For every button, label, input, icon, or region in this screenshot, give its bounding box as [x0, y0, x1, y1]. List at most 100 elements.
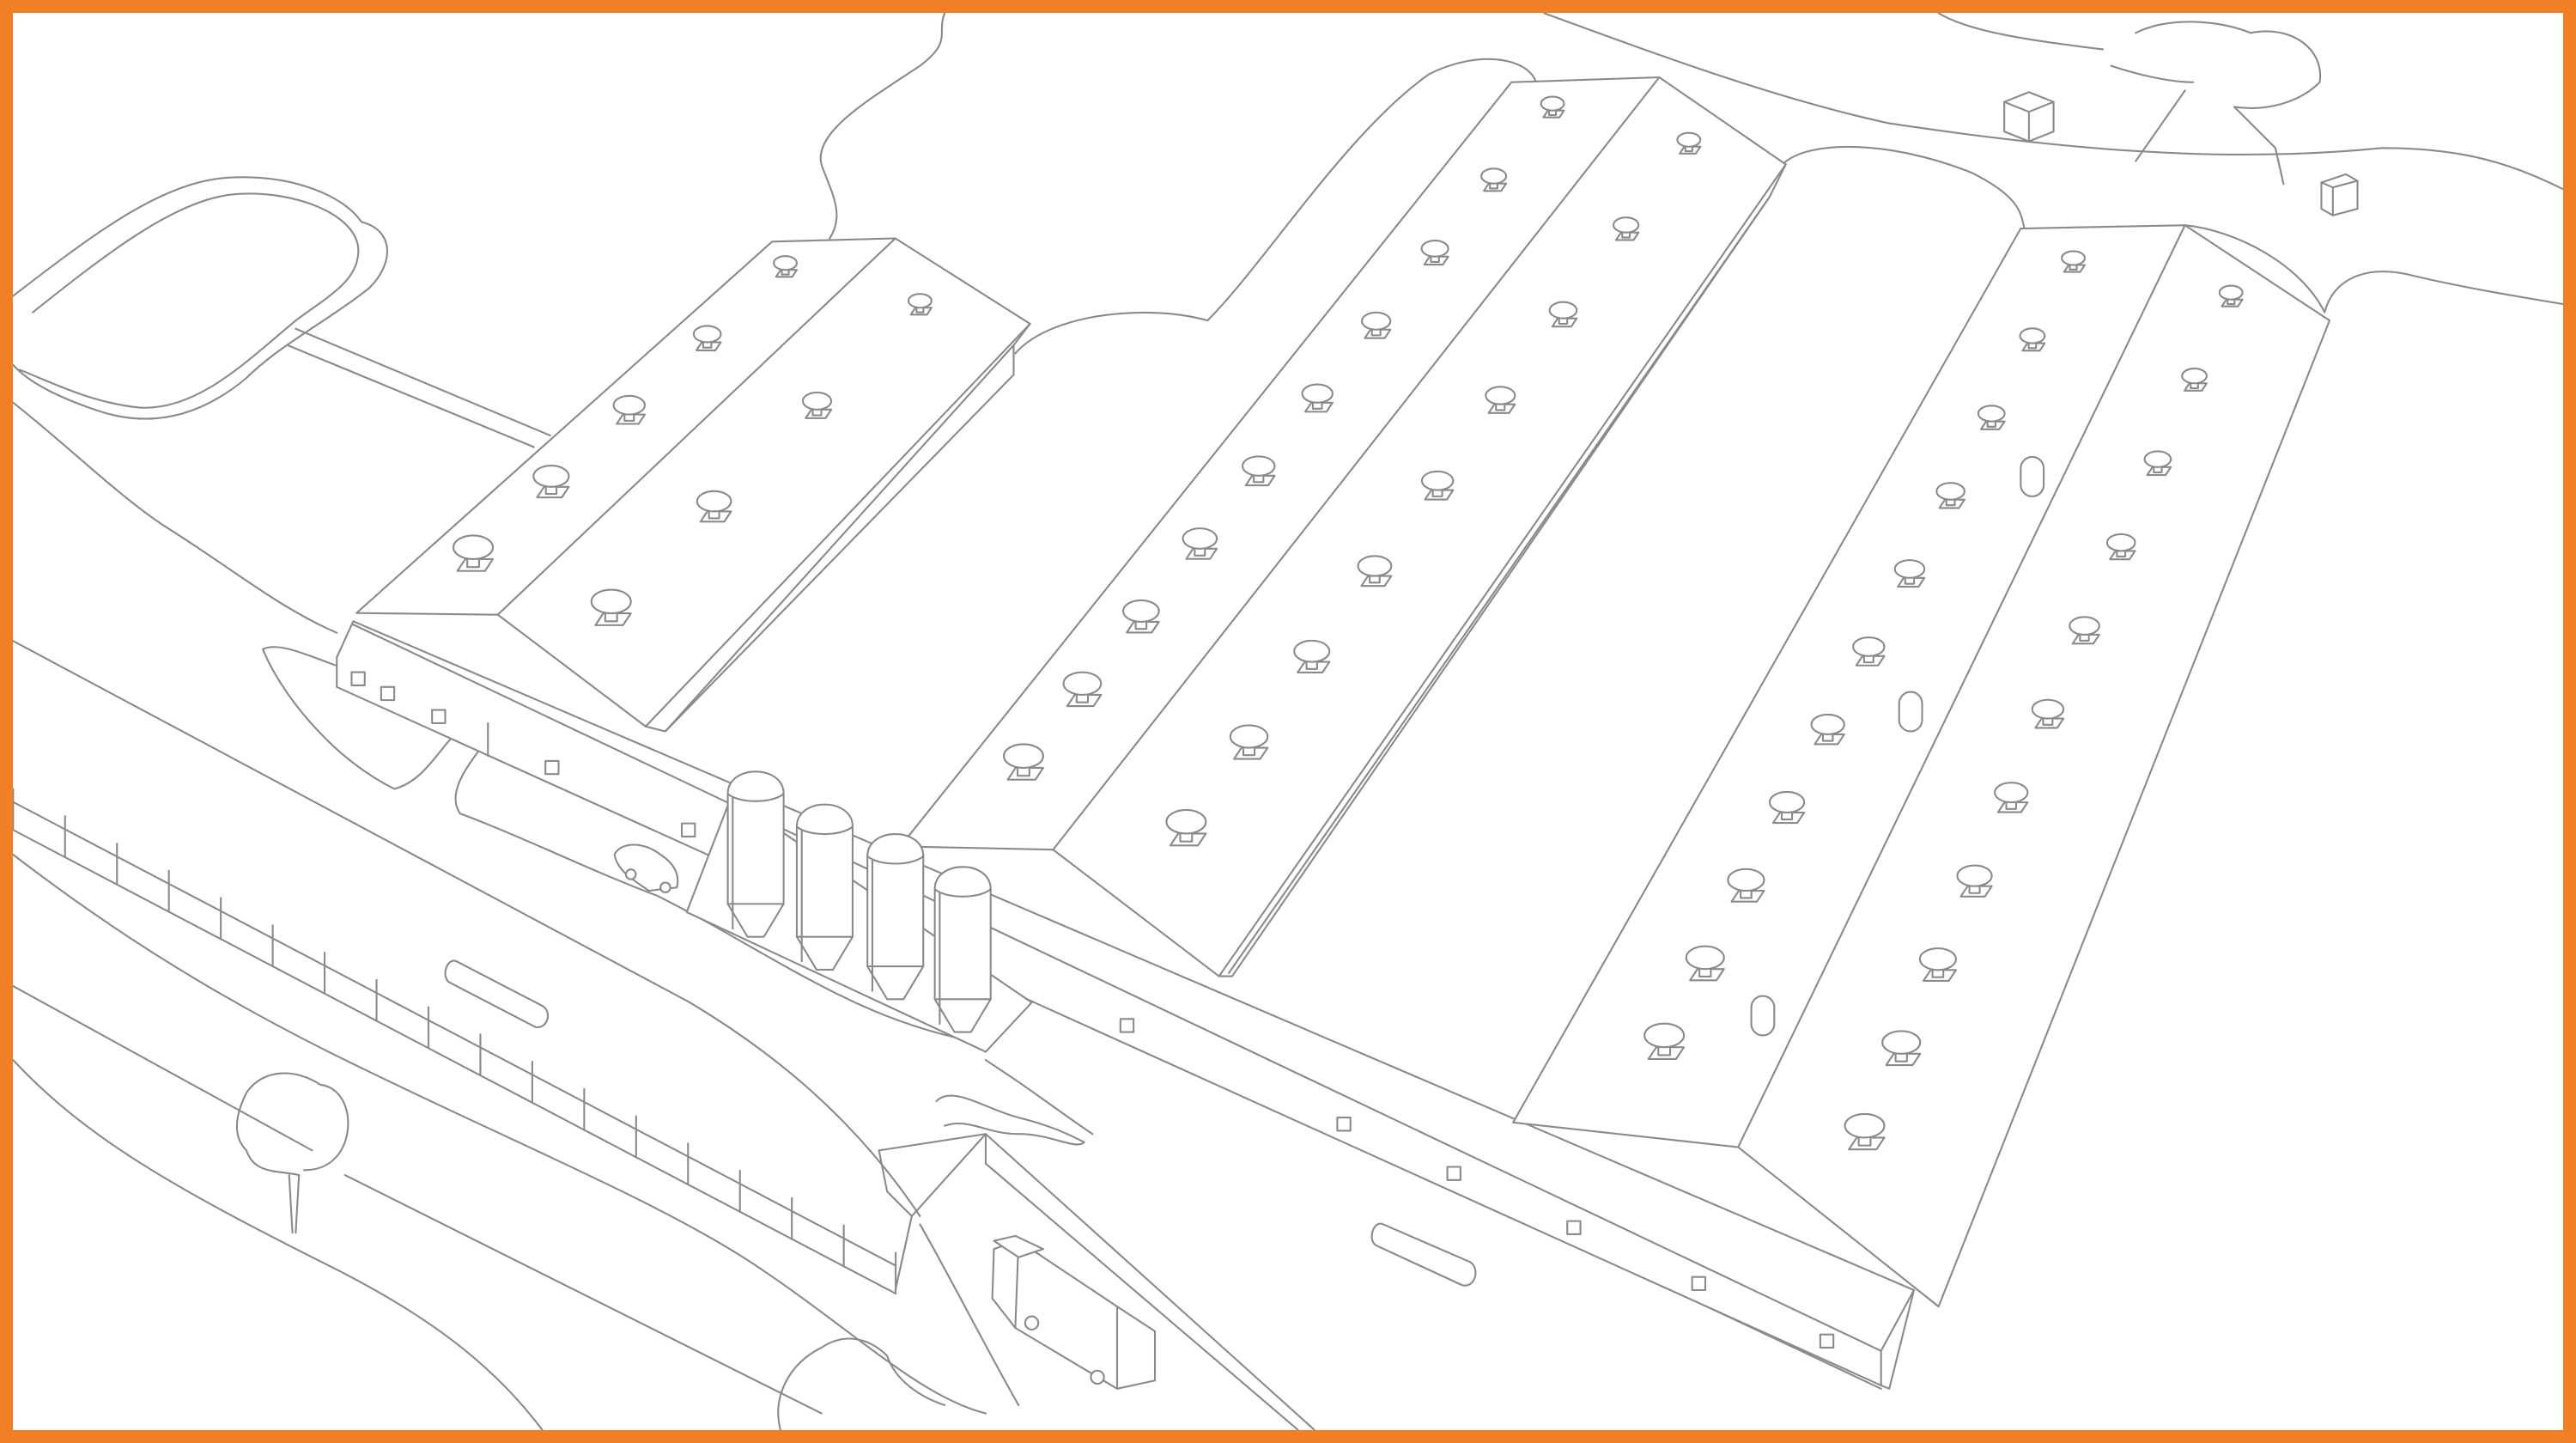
vent-cap — [2143, 450, 2172, 468]
roof-vent — [1852, 636, 1886, 667]
vent-cap — [2031, 698, 2065, 720]
building-window — [380, 685, 396, 702]
tank-2 — [1370, 1222, 1477, 1287]
silo — [866, 833, 925, 1001]
vent-cap — [1643, 1022, 1686, 1049]
vent-cap — [1676, 131, 1702, 148]
roof-vent — [1613, 216, 1640, 241]
building-window — [1336, 1117, 1352, 1132]
roof-vent — [1844, 1112, 1886, 1151]
roof-vent — [2181, 367, 2208, 392]
vent-cap — [1935, 482, 1965, 501]
roof-vent — [1935, 482, 1965, 509]
truck — [991, 1234, 1157, 1390]
roof-vent — [1485, 386, 1516, 414]
silo-detail — [933, 888, 992, 1026]
vent-cap — [1844, 1112, 1886, 1139]
roof-vent — [453, 534, 495, 572]
vent-cap — [2218, 284, 2244, 301]
roof-tank — [1898, 691, 1923, 733]
barn-2 — [899, 76, 1787, 977]
roof-vent — [1685, 945, 1725, 982]
building-window — [1566, 1220, 1582, 1235]
silo — [726, 770, 785, 938]
roof-vent — [2061, 250, 2086, 273]
roof-vent — [1956, 864, 1993, 898]
roof-vent — [1810, 713, 1845, 746]
roof-vent — [612, 394, 647, 425]
roof-vent — [2143, 450, 2172, 477]
vent-cap — [801, 391, 833, 411]
vent-cap — [2181, 367, 2208, 385]
roof-vent — [1768, 790, 1806, 825]
roof-vent — [1420, 240, 1449, 266]
vent-cap — [1685, 945, 1725, 971]
vent-cap — [1242, 455, 1276, 477]
vent-cap — [692, 325, 722, 344]
barn-3 — [1512, 224, 2331, 1308]
vent-cap — [1480, 167, 1508, 185]
roof-vent — [696, 490, 732, 523]
vent-cap — [907, 293, 933, 309]
vent-cap — [1002, 743, 1044, 770]
roof-vent — [1301, 383, 1334, 413]
roof-vent — [2031, 698, 2065, 729]
roof-vent — [2019, 327, 2046, 352]
roof-vent — [1727, 868, 1765, 903]
barn-1 — [355, 237, 1031, 733]
vent-cap — [1485, 386, 1516, 405]
roof-vent — [1121, 599, 1160, 634]
vehicles — [444, 843, 1477, 1390]
roof-vent — [1062, 671, 1103, 708]
car — [613, 843, 679, 894]
roof-vent — [1643, 1022, 1686, 1061]
roof-vent — [532, 465, 570, 499]
trees — [235, 21, 2322, 1430]
vent-cap — [1361, 311, 1392, 331]
building-window — [544, 759, 560, 776]
vent-cap — [1357, 555, 1393, 577]
vent-cap — [696, 490, 732, 513]
roof-vent — [692, 325, 722, 351]
tank-1 — [444, 959, 550, 1028]
roof-vent — [2218, 284, 2244, 307]
roof-vent — [2105, 533, 2136, 561]
building-window — [350, 671, 366, 686]
vent-cap — [773, 255, 798, 271]
vent-cap — [1293, 639, 1331, 663]
vent-cap — [2061, 250, 2086, 266]
building-window — [1691, 1276, 1707, 1292]
building-window — [1819, 1333, 1835, 1349]
roof-vent — [1229, 724, 1269, 760]
small-sheds — [2003, 91, 2359, 216]
roof-vent — [1676, 131, 1702, 155]
silo-detail — [866, 855, 925, 992]
vent-cap — [1229, 724, 1269, 749]
roof-vent — [801, 391, 833, 419]
roof-vent — [773, 255, 798, 278]
vent-cap — [1548, 301, 1578, 320]
roof-vent — [1548, 301, 1578, 328]
roof-tank — [2020, 455, 2045, 497]
vent-cap — [1420, 240, 1449, 258]
silo-detail — [726, 793, 785, 930]
fence-rail — [13, 801, 896, 1294]
roof-vent — [1420, 470, 1455, 501]
silo-body — [726, 770, 785, 938]
vent-cap — [532, 465, 570, 488]
vent-cap — [1182, 527, 1218, 550]
vent-cap — [1062, 671, 1103, 696]
vent-cap — [1893, 559, 1926, 579]
vent-cap — [1881, 1030, 1922, 1055]
perimeter-fence — [13, 788, 897, 1295]
roof-vent — [907, 293, 933, 316]
roof-vent — [1361, 311, 1392, 339]
building-window — [1446, 1166, 1461, 1181]
building-window — [680, 822, 696, 837]
vent-cap — [1540, 95, 1565, 112]
roof-vent — [1002, 743, 1044, 781]
roof-vents — [453, 95, 2244, 1151]
vent-cap — [453, 534, 495, 561]
